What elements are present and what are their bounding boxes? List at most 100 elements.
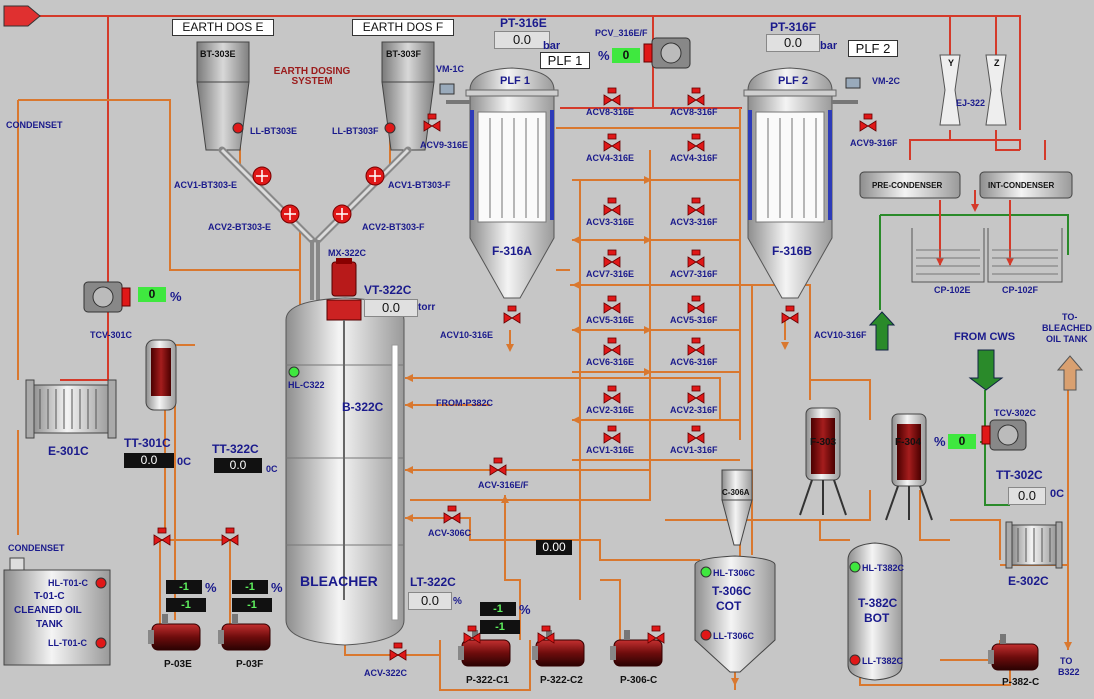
- valve-acv7-316e[interactable]: [603, 249, 621, 268]
- filter-vessel-small: [145, 339, 177, 411]
- valve-acv6-316e[interactable]: [603, 337, 621, 356]
- earth-dos-f-label[interactable]: EARTH DOS F: [352, 19, 454, 36]
- valve-p03e-discharge[interactable]: [153, 527, 171, 546]
- valve-acv5-316f[interactable]: [687, 295, 705, 314]
- pt316e-value: 0.0: [494, 31, 550, 49]
- valve-p306c-suction[interactable]: [647, 625, 665, 644]
- valve-acv8-316f[interactable]: [687, 87, 705, 106]
- plf2-button[interactable]: PLF 2: [848, 40, 898, 57]
- valve-acv10-316e[interactable]: [503, 305, 521, 324]
- ll-t382c-label: LL-T382C: [862, 656, 904, 666]
- valve-label-acv8-316f: ACV8-316F: [670, 107, 718, 117]
- lt322c-unit: %: [453, 596, 462, 607]
- acv1-bt303f-label: ACV1-BT303-F: [388, 180, 451, 190]
- tt302c-unit: 0C: [1050, 488, 1065, 500]
- valve-acv306c[interactable]: [443, 505, 461, 524]
- ll-t01c-indicator: [95, 637, 107, 649]
- valve-acv3-316f[interactable]: [687, 197, 705, 216]
- pumps: [148, 614, 1039, 671]
- valve-acv4-316e[interactable]: [603, 133, 621, 152]
- acv9-316f-label: ACV9-316F: [850, 138, 898, 148]
- t01c-line2: CLEANED OIL: [14, 605, 82, 616]
- vm1c-label: VM-1C: [436, 64, 465, 74]
- valve-acv9-316f[interactable]: [859, 113, 877, 132]
- valve-acv3-316e[interactable]: [603, 197, 621, 216]
- f304-label: F-304: [895, 437, 922, 448]
- valve-acv2-316f[interactable]: [687, 385, 705, 404]
- p03e-pct-unit: %: [205, 580, 217, 595]
- condenser-lines: [909, 139, 1046, 265]
- valve-acv10-316f[interactable]: [781, 305, 799, 324]
- pt316f-value: 0.0: [766, 34, 820, 52]
- p382c-label: P-382-C: [1002, 677, 1040, 688]
- valve-acv5-316e[interactable]: [603, 295, 621, 314]
- valve-acv9-316e[interactable]: [423, 113, 441, 132]
- acv1-bt303e-label: ACV1-BT303-E: [174, 180, 238, 190]
- tcv302c-unit: %: [934, 434, 946, 449]
- tt322c-unit: 0C: [266, 464, 278, 474]
- pcv316ef-tag: PCV_316E/F: [595, 28, 648, 38]
- valve-acv6-316f[interactable]: [687, 337, 705, 356]
- bleacher-label: BLEACHER: [300, 573, 378, 589]
- pre-condenser-label: PRE-CONDENSER: [872, 181, 943, 190]
- ll-t306c-label: LL-T306C: [713, 631, 755, 641]
- tcv302c-tag: TCV-302C: [994, 408, 1037, 418]
- valve-acv1-316f[interactable]: [687, 425, 705, 444]
- to-bleached-line3: OIL TANK: [1046, 334, 1088, 344]
- valve-p322c2-suction[interactable]: [537, 625, 555, 644]
- tt302c-tag: TT-302C: [996, 468, 1043, 482]
- from-cws-label: FROM CWS: [954, 331, 1016, 343]
- acv10-316f-label: ACV10-316F: [814, 330, 867, 340]
- cp-tanks: [911, 228, 1063, 283]
- hl-t306c-label: HL-T306C: [713, 568, 756, 578]
- acv10-316e-label: ACV10-316E: [440, 330, 494, 340]
- t306c-line2: COT: [716, 599, 742, 613]
- tt301c-unit: 0C: [177, 456, 192, 468]
- valve-label-acv6-316f: ACV6-316F: [670, 357, 718, 367]
- hl-t306c-indicator: [700, 566, 712, 578]
- hl-c322-label: HL-C322: [288, 380, 325, 390]
- e301c-label: E-301C: [48, 444, 89, 458]
- valve-acv2-316e[interactable]: [603, 385, 621, 404]
- ej322-label: EJ-322: [956, 98, 986, 108]
- hopper-bt303f: [381, 41, 435, 151]
- heat-exchanger-e301c: [25, 379, 117, 439]
- filter-f316a: [465, 67, 559, 299]
- ll-bt303e-label: LL-BT303E: [250, 126, 298, 136]
- p322-pct-unit: %: [519, 602, 531, 617]
- valve-p03f-discharge[interactable]: [221, 527, 239, 546]
- pcv316ef-unit: %: [598, 48, 610, 63]
- tt301c-tag: TT-301C: [124, 436, 171, 450]
- t01c-line1: T-01-C: [34, 591, 65, 602]
- filter-f303: [799, 407, 847, 516]
- valve-p322c1-suction[interactable]: [463, 625, 481, 644]
- t382c-line1: T-382C: [858, 596, 898, 610]
- to-bleached-line2: BLEACHED: [1042, 323, 1093, 333]
- vt322c-value: 0.0: [364, 299, 418, 317]
- t306c-line1: T-306C: [712, 584, 752, 598]
- acv322c-label: ACV-322C: [364, 668, 408, 678]
- p03f-pct-value: -1: [232, 580, 268, 594]
- ll-bt303e-indicator: [232, 122, 244, 134]
- valve-acv322c[interactable]: [389, 642, 407, 661]
- valve-acv8-316e[interactable]: [603, 87, 621, 106]
- manual-valves: [153, 87, 877, 661]
- ll-bt303f-indicator: [384, 122, 396, 134]
- valve-acv4-316f[interactable]: [687, 133, 705, 152]
- valve-acv1-316e[interactable]: [603, 425, 621, 444]
- lt322c-tag: LT-322C: [410, 575, 456, 589]
- plf1-button[interactable]: PLF 1: [540, 52, 590, 69]
- oil-flow-arrows: [405, 176, 1072, 686]
- tank-t306c: [694, 555, 776, 673]
- valve-acv316ef[interactable]: [489, 457, 507, 476]
- hl-t01c-indicator: [95, 577, 107, 589]
- p03e-label: P-03E: [164, 659, 192, 670]
- earth-dos-e-label[interactable]: EARTH DOS E: [172, 19, 274, 36]
- int-condenser-label: INT-CONDENSER: [988, 181, 1055, 190]
- pcv316ef-value: 0: [612, 48, 640, 63]
- heat-exchanger-e302c: [1005, 521, 1063, 569]
- p322c2-label: P-322-C2: [540, 675, 583, 686]
- tcv301c-unit: %: [170, 289, 182, 304]
- valve-acv7-316f[interactable]: [687, 249, 705, 268]
